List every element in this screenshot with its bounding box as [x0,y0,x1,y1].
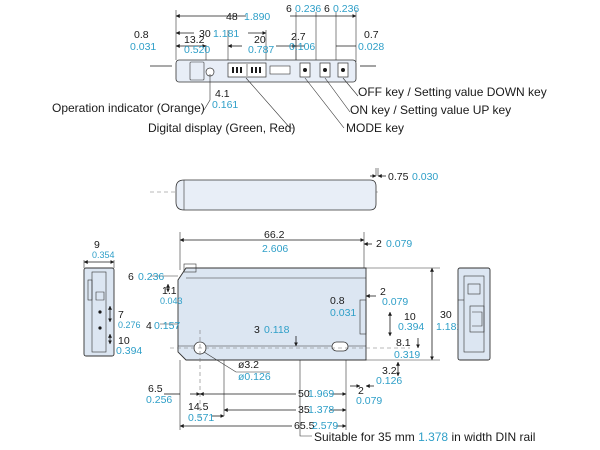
top-13-2-in: 0.520 [184,44,210,56]
top-20-in: 0.787 [248,44,274,56]
side-65-5-mm: 65.5 [294,420,315,432]
side-2-top-in: 0.079 [386,238,412,250]
side-8-1-mm: 8.1 [396,337,411,349]
left-end-view: 9 0.354 7 0.276 10 0.394 [83,239,142,357]
top-6b-mm: 6 [324,3,330,15]
side-2-mid-in: 0.079 [382,296,408,308]
din-rail-inch: 1.378 [418,430,448,444]
top-13-2-mm: 13.2 [184,34,205,46]
side-view: 66.2 2.606 2 0.079 6 0.236 1.1 0.043 4 0… [128,229,535,444]
side-14-5-in: 0.571 [188,412,214,424]
side-6-in: 0.236 [138,271,164,283]
side-4-mm: 4 [146,320,152,332]
right-end-view [457,267,491,361]
top-48-mm: 48 [226,11,238,23]
side-2-mid-mm: 2 [380,286,386,298]
side-14-5-mm: 14.5 [188,401,209,413]
top-6a-in: 0.236 [295,3,321,15]
left-10-mm: 10 [118,335,130,347]
side-6-5-mm: 6.5 [148,383,163,395]
side-3-in: 0.118 [264,324,290,336]
side-50-mm: 50 [298,388,310,400]
side-1-1-in: 0.043 [160,296,183,306]
top-4-1-in: 0.161 [212,99,238,111]
top-30-mm: 30 [199,28,211,40]
left-10-in: 0.394 [116,345,142,357]
left-7-in: 0.276 [118,320,141,330]
side-4-in: 0.157 [154,320,180,332]
cover-0-75-mm: 0.75 [388,171,409,183]
digital-display-label: Digital display (Green, Red) [148,121,295,135]
side-65-5-in: 2.579 [312,420,338,432]
side-6-mm: 6 [128,271,134,283]
top-4-1-mm: 4.1 [215,88,230,100]
top-0-8-mm: 0.8 [134,29,149,41]
side-10-mm: 10 [404,311,416,323]
side-2-bot-mm: 2 [358,385,364,397]
top-6b-in: 0.236 [333,3,359,15]
side-1-1-mm: 1.1 [162,285,177,297]
side-3-mm: 3 [254,324,260,336]
side-3-2-mm: 3.2 [382,365,397,377]
off-key-label: OFF key / Setting value DOWN key [358,85,547,99]
top-0-7-in: 0.028 [358,41,384,53]
top-2-7-in: 0.106 [289,41,315,53]
side-8-1-in: 0.319 [394,349,420,361]
top-0-8-in: 0.031 [130,41,156,53]
top-20-mm: 20 [254,34,266,46]
side-0-8-in: 0.031 [330,307,356,319]
side-35-mm: 35 [298,404,310,416]
side-10-in: 0.394 [398,321,424,333]
side-35-in: 1.378 [308,404,334,416]
side-30-in: 1.181 [436,321,462,333]
side-hole-mm: ø3.2 [238,359,259,371]
top-view: 48 1.890 6 0.236 6 0.236 30 1.181 0.8 0.… [52,3,547,135]
cover-view: 0.75 0.030 [150,168,438,211]
operation-indicator-label: Operation indicator (Orange) [52,101,205,115]
side-2-top-mm: 2 [376,238,382,250]
side-6-5-in: 0.256 [146,394,172,406]
mode-key-label: MODE key [346,121,404,135]
on-key-label: ON key / Setting value UP key [350,103,511,117]
side-2-bot-in: 0.079 [356,395,382,407]
side-66-2-mm: 66.2 [264,229,285,241]
cover-0-75-in: 0.030 [412,171,438,183]
side-30-mm: 30 [440,309,452,321]
left-7-mm: 7 [118,309,124,321]
top-48-in: 1.890 [244,11,270,23]
din-rail-suffix: in width DIN rail [451,430,535,444]
left-9-in: 0.354 [92,250,115,260]
din-rail-prefix: Suitable for 35 mm [314,430,415,444]
top-0-7-mm: 0.7 [364,29,379,41]
side-50-in: 1.969 [308,388,334,400]
side-hole-in: ø0.126 [238,371,271,383]
top-2-7-mm: 2.7 [291,31,306,43]
left-9-mm: 9 [94,239,100,251]
side-3-2-in: 0.126 [376,375,402,387]
din-rail-caption: Suitable for 35 mm 1.378 in width DIN ra… [314,430,535,444]
top-30-in: 1.181 [213,28,239,40]
side-66-2-in: 2.606 [262,243,288,255]
top-6a-mm: 6 [286,3,292,15]
side-0-8-mm: 0.8 [330,295,345,307]
